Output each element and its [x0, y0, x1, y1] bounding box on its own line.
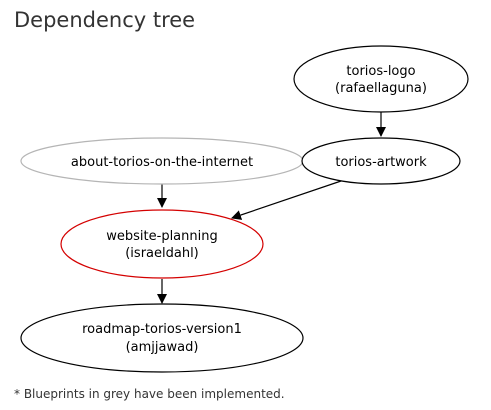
node-ellipse: [293, 45, 469, 113]
node-label: torios-artwork: [335, 155, 427, 170]
node-label: torios-logo: [346, 64, 415, 79]
node-torios-artwork[interactable]: torios-artwork: [301, 137, 461, 185]
node-website-planning[interactable]: website-planning (israeldahl): [60, 209, 264, 279]
node-ellipse: [20, 303, 304, 373]
graph-edges: [157, 112, 386, 304]
node-label: roadmap-torios-version1: [82, 322, 242, 337]
node-torios-logo[interactable]: torios-logo (rafaellaguna): [293, 45, 469, 113]
node-ellipse: [60, 209, 264, 279]
node-label: about-torios-on-the-internet: [71, 155, 253, 170]
node-owner: (israeldahl): [125, 246, 199, 261]
node-owner: (amjjawad): [126, 340, 199, 355]
edge-artwork-to-planning: [231, 179, 345, 220]
legend-footnote: * Blueprints in grey have been implement…: [14, 387, 285, 401]
page-title: Dependency tree: [14, 8, 196, 32]
node-about-torios-on-the-internet[interactable]: about-torios-on-the-internet: [20, 137, 304, 185]
node-owner: (rafaellaguna): [335, 81, 427, 96]
node-ellipse: [301, 137, 461, 185]
node-label: website-planning: [106, 229, 217, 244]
node-roadmap-torios-version1[interactable]: roadmap-torios-version1 (amjjawad): [20, 303, 304, 373]
